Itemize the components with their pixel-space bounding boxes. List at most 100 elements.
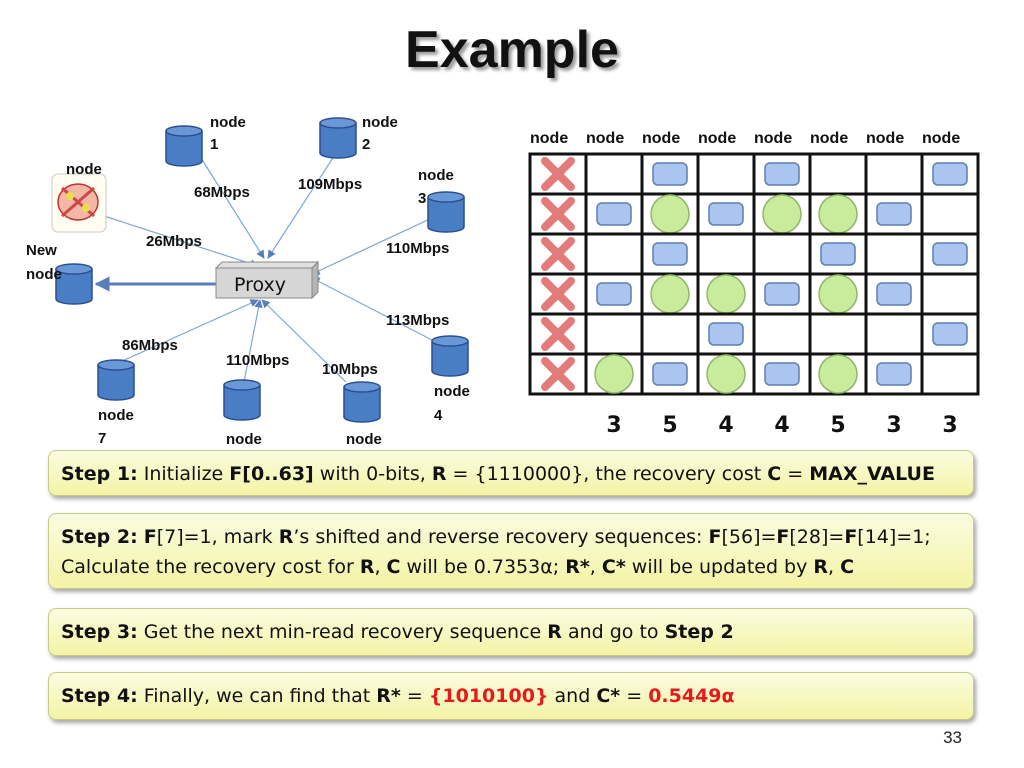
slide-title: Example	[405, 21, 619, 79]
node3-label-line1: node	[418, 167, 454, 184]
failed-cross-icon	[541, 157, 575, 191]
new-node-label-line2: node	[26, 266, 62, 283]
data-block-icon	[708, 322, 744, 346]
node7-label-line2: 7	[98, 430, 106, 447]
step1-box: Step 1: Initialize F[0..63] with 0-bits,…	[48, 450, 974, 496]
node6-label: node	[226, 431, 262, 448]
proxy-label: Proxy	[234, 274, 286, 296]
data-block-icon	[820, 242, 856, 266]
data-block-icon	[764, 362, 800, 386]
node5-label: node	[346, 431, 382, 448]
grid-cell	[864, 152, 924, 196]
grid-cell	[920, 192, 980, 236]
data-block-icon	[764, 282, 800, 306]
parity-block-icon	[818, 194, 858, 234]
grid-cell	[584, 152, 644, 196]
column-header-6: node	[866, 130, 904, 147]
parity-block-icon	[650, 274, 690, 314]
data-block-icon	[876, 202, 912, 226]
link-node2	[267, 149, 339, 259]
link-node4	[311, 277, 437, 343]
parity-block-icon	[650, 194, 690, 234]
grid-cell	[808, 152, 868, 196]
page-number: 33	[943, 728, 962, 747]
bw-node4: 113Mbps	[386, 312, 449, 329]
column-header-7: node	[922, 130, 960, 147]
network-diagram: Proxy node 1 node 2 node 3 node 4 node n…	[26, 114, 470, 448]
column-header-3: node	[698, 130, 736, 147]
link-node5	[261, 299, 347, 383]
grid-column-counts: 3 5 4 4 5 3 3	[606, 413, 957, 438]
grid-cells	[528, 152, 980, 396]
grid-cell	[864, 312, 924, 356]
link-failed-node	[103, 215, 259, 268]
column-count-7: 3	[942, 413, 957, 438]
link-node3	[311, 217, 433, 275]
column-count-6: 3	[886, 413, 901, 438]
column-count-1: 3	[606, 413, 621, 438]
node2-label-line2: 2	[362, 136, 370, 153]
column-count-2: 5	[662, 413, 677, 438]
node4-cylinder-icon	[431, 335, 469, 377]
grid-cell	[640, 312, 700, 356]
node6-cylinder-icon	[223, 379, 261, 421]
column-count-3: 4	[718, 413, 733, 438]
bw-failed-node: 26Mbps	[146, 233, 202, 250]
failed-cross-icon	[541, 277, 575, 311]
grid-cell	[528, 272, 588, 316]
parity-block-icon	[706, 274, 746, 314]
grid-cell	[864, 232, 924, 276]
bw-node2: 109Mbps	[298, 176, 362, 193]
failed-cross-icon	[541, 197, 575, 231]
node1-label-line2: 1	[210, 136, 218, 153]
data-block-icon	[596, 282, 632, 306]
parity-block-icon	[818, 274, 858, 314]
parity-block-icon	[594, 354, 634, 394]
data-block-icon	[652, 162, 688, 186]
data-block-icon	[876, 362, 912, 386]
node1-cylinder-icon	[165, 125, 203, 167]
data-block-icon	[932, 162, 968, 186]
failed-node-label: node	[66, 161, 102, 178]
node3-cylinder-icon	[427, 191, 465, 233]
step3-box: Step 3: Get the next min-read recovery s…	[48, 608, 974, 656]
column-header-1: node	[586, 130, 624, 147]
data-block-icon	[764, 162, 800, 186]
column-count-4: 4	[774, 413, 789, 438]
grid-cell	[696, 232, 756, 276]
bw-node1: 68Mbps	[194, 184, 250, 201]
parity-block-icon	[706, 354, 746, 394]
grid-cell	[808, 312, 868, 356]
column-count-5: 5	[830, 413, 845, 438]
node2-label-line1: node	[362, 114, 398, 131]
data-block-icon	[876, 282, 912, 306]
link-node7	[119, 299, 259, 363]
failed-cross-icon	[541, 357, 575, 391]
data-block-icon	[652, 242, 688, 266]
grid-cell	[584, 192, 644, 236]
node4-label-line1: node	[434, 383, 470, 400]
new-node-label-line1: New	[26, 242, 57, 259]
grid-cell	[584, 232, 644, 276]
column-header-5: node	[810, 130, 848, 147]
data-block-icon	[652, 362, 688, 386]
data-block-icon	[596, 202, 632, 226]
bw-node6: 110Mbps	[226, 352, 289, 369]
link-node1	[195, 149, 265, 259]
column-header-0: node	[530, 130, 568, 147]
bw-node7: 86Mbps	[122, 337, 178, 354]
node1-label-line1: node	[210, 114, 246, 131]
grid-cell	[752, 232, 812, 276]
step4-box: Step 4: Finally, we can find that R* = {…	[48, 672, 974, 720]
recovery-grid: node0node1node2node3node4node5node6node7…	[528, 130, 980, 438]
parity-block-icon	[818, 354, 858, 394]
bw-node5: 10Mbps	[322, 361, 378, 378]
node4-label-line2: 4	[434, 407, 443, 424]
data-block-icon	[932, 242, 968, 266]
node3-label-line2: 3	[418, 190, 426, 207]
grid-cell	[920, 352, 980, 396]
grid-cell	[752, 312, 812, 356]
node7-label-line1: node	[98, 407, 134, 424]
link-node6	[243, 299, 263, 383]
column-header-4: node	[754, 130, 792, 147]
